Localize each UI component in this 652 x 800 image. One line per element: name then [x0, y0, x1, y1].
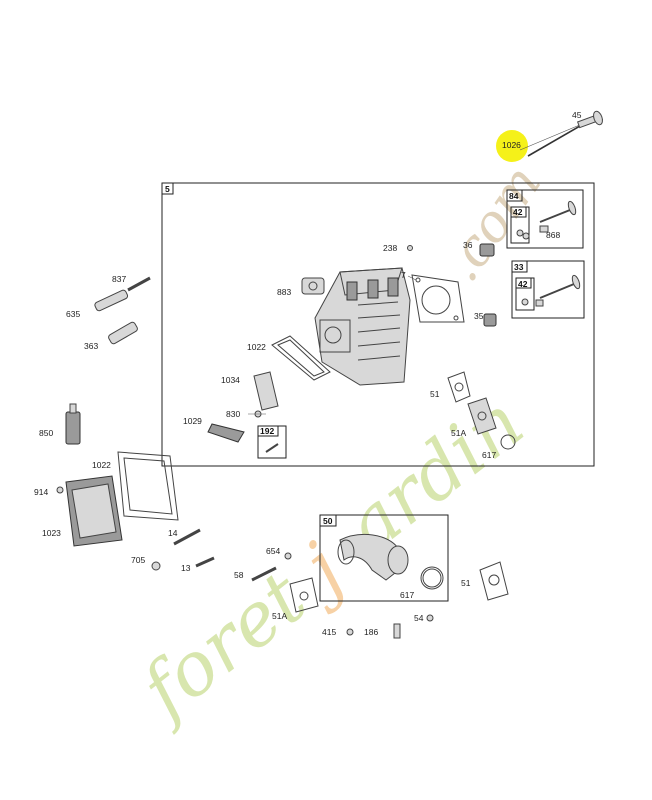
assembly-frame-5: [161, 182, 595, 467]
label-7: 7: [401, 270, 406, 280]
box-id-33: 33: [514, 262, 524, 272]
box-id-42a: 42: [513, 207, 523, 217]
box-33: [511, 260, 585, 319]
intake-elbow: [337, 534, 409, 581]
label-51A-a: 51A: [451, 428, 466, 438]
cylinder-head: [314, 267, 411, 386]
cover-gasket-1022-b: [117, 451, 179, 521]
label-883: 883: [277, 287, 291, 297]
box-id-50: 50: [323, 516, 333, 526]
label-51-b: 51: [461, 578, 471, 588]
watermark: foret j ardin .com: [122, 155, 553, 738]
label-1022-b: 1022: [92, 460, 111, 470]
label-617-a: 617: [482, 450, 496, 460]
box-id-192: 192: [260, 426, 274, 436]
label-51-a: 51: [430, 389, 440, 399]
label-1034: 1034: [221, 375, 240, 385]
label-45: 45: [572, 110, 582, 120]
box-50: [319, 514, 449, 602]
label-617-b: 617: [400, 590, 414, 600]
box-84: [506, 189, 584, 249]
label-35: 35: [474, 311, 484, 321]
label-837: 837: [112, 274, 126, 284]
label-1029: 1029: [183, 416, 202, 426]
label-238: 238: [383, 243, 397, 253]
label-635: 635: [66, 309, 80, 319]
frame-id-5: 5: [165, 184, 170, 194]
label-51A-b: 51A: [272, 611, 287, 621]
label-186: 186: [364, 627, 378, 637]
label-363: 363: [84, 341, 98, 351]
spark-parts: [94, 276, 151, 345]
watermark-part4: .com: [431, 155, 553, 293]
label-415: 415: [322, 627, 336, 637]
label-705: 705: [131, 555, 145, 565]
label-14: 14: [168, 528, 178, 538]
label-1023: 1023: [42, 528, 61, 538]
label-54: 54: [414, 613, 424, 623]
head-gasket: [411, 274, 465, 323]
gasket-1022-a: [271, 335, 331, 381]
box-id-84: 84: [509, 191, 519, 201]
label-13: 13: [181, 563, 191, 573]
box-id-42b: 42: [518, 279, 528, 289]
label-868: 868: [546, 230, 560, 240]
watermark-part1: foret: [122, 555, 322, 737]
label-58: 58: [234, 570, 244, 580]
label-36: 36: [463, 240, 473, 250]
highlight-marker: [496, 130, 528, 162]
label-1026: 1026: [502, 140, 521, 150]
label-1022-a: 1022: [247, 342, 266, 352]
label-850: 850: [39, 428, 53, 438]
label-914: 914: [34, 487, 48, 497]
valve-45: [519, 110, 603, 157]
label-654: 654: [266, 546, 280, 556]
label-830: 830: [226, 409, 240, 419]
sealant-bottle-850: [65, 411, 81, 445]
